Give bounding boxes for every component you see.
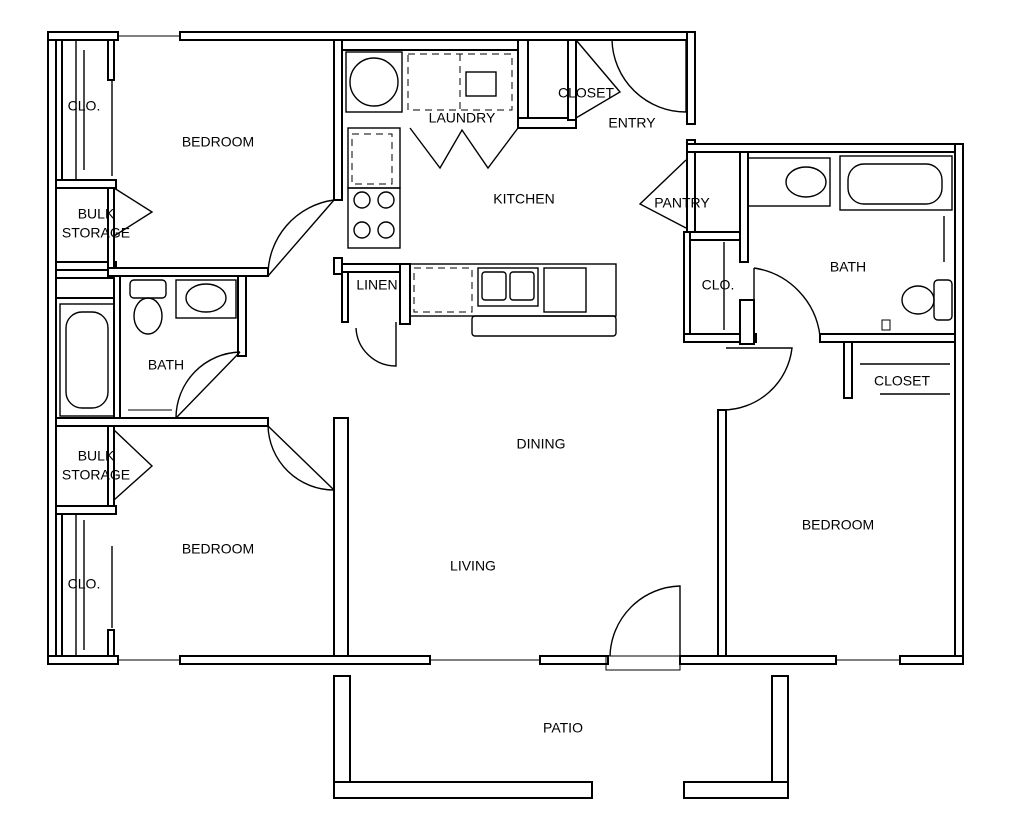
doors — [113, 39, 821, 671]
room-label-bedroom-e: BEDROOM — [802, 517, 874, 533]
room-label-kitchen: KITCHEN — [493, 191, 554, 207]
exterior-walls — [47, 31, 964, 665]
room-label-living: LIVING — [450, 558, 496, 574]
room-labels: BEDROOM CLO. BULK STORAGE BATH BULK STOR… — [62, 85, 931, 736]
room-label-entry: ENTRY — [608, 115, 656, 131]
room-label-closet-sw: CLO. — [68, 576, 101, 592]
room-label-bulk-storage-sw-2: STORAGE — [62, 467, 130, 483]
fixtures — [59, 50, 953, 650]
room-label-bulk-storage-nw-1: BULK — [78, 206, 115, 222]
room-label-bath-w: BATH — [148, 357, 184, 373]
room-label-closet-entry: CLOSET — [558, 85, 614, 101]
room-label-closet-e: CLO. — [702, 277, 735, 293]
room-label-bedroom-sw: BEDROOM — [182, 541, 254, 557]
room-label-closet-e-bedroom: CLOSET — [874, 373, 930, 389]
room-label-bulk-storage-sw-1: BULK — [78, 448, 115, 464]
room-label-pantry: PANTRY — [654, 195, 710, 211]
interior-walls — [55, 39, 956, 657]
room-label-bath-e: BATH — [830, 259, 866, 275]
room-label-linen: LINEN — [356, 277, 397, 293]
room-label-closet-nw: CLO. — [68, 98, 101, 114]
room-label-bulk-storage-nw-2: STORAGE — [62, 225, 130, 241]
patio-walls — [333, 675, 789, 799]
room-label-dining: DINING — [517, 436, 566, 452]
room-label-patio: PATIO — [543, 720, 583, 736]
room-label-bedroom-nw: BEDROOM — [182, 134, 254, 150]
room-label-laundry: LAUNDRY — [429, 110, 496, 126]
